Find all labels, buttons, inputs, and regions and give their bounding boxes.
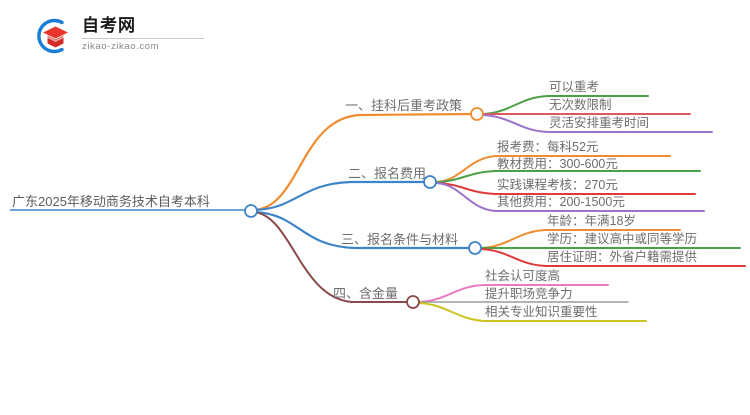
mindmap-leaf-label-1-3[interactable]: 灵活安排重考时间 [549,116,650,130]
mindmap-root-label[interactable]: 广东2025年移动商务技术自考本科 [12,194,210,209]
mindmap-leaf-label-1-1[interactable]: 可以重考 [549,80,600,94]
link-root-to-branch-4 [253,211,408,303]
mindmap-leaf-label-2-4[interactable]: 其他费用：200-1500元 [497,195,625,209]
link-branch-4-child-1 [419,284,609,303]
mindmap-leaf-label-1-2[interactable]: 无次数限制 [549,98,612,112]
logo-mark-icon [30,14,74,58]
mindmap-leaf-label-4-2[interactable]: 提升职场竞争力 [485,287,573,301]
logo-text-block: 自考网 zikao-zikao.com [82,16,222,53]
link-branch-2-child-4 [436,182,705,212]
logo-title: 自考网 [82,16,136,35]
link-branch-3-child-1 [481,229,681,249]
mindmap-branch-label-1[interactable]: 一、挂科后重考政策 [345,98,463,113]
mindmap-leaf-label-2-1[interactable]: 报考费：每科52元 [497,140,599,154]
link-root-to-branch-2 [252,180,426,212]
node-circle-root[interactable] [244,204,258,218]
mindmap-leaf-label-3-1[interactable]: 年龄：年满18岁 [547,214,636,228]
link-root-to-branch-3 [252,210,471,250]
mindmap-leaf-label-4-1[interactable]: 社会认可度高 [485,269,561,283]
node-circle-branch-4[interactable] [406,295,420,309]
logo-cap-highlight-shape [47,36,64,42]
node-circle-branch-1[interactable] [470,107,484,121]
logo-svg [37,18,68,54]
link-branch-1-child-3 [483,114,713,133]
mindmap-leaf-label-3-3[interactable]: 居住证明：外省户籍需提供 [547,250,698,264]
logo-cap-top-shape [43,26,68,39]
mindmap-branch-label-4[interactable]: 四、含金量 [333,286,399,301]
mindmap-leaf-label-2-3[interactable]: 实践课程考核：270元 [497,178,618,192]
mindmap-leaf-label-2-2[interactable]: 教材费用：300-600元 [497,157,618,171]
mindmap-branch-label-2[interactable]: 二、报名费用 [348,166,427,181]
mindmap-branch-label-3[interactable]: 三、报名条件与材料 [341,232,459,247]
mindmap-leaf-label-4-3[interactable]: 相关专业知识重要性 [485,305,598,319]
link-branch-3-child-3 [481,248,746,267]
logo-subtitle: zikao-zikao.com [82,41,160,52]
logo-arc-shape [37,18,64,54]
site-logo: 自考网 zikao-zikao.com [30,12,230,60]
link-branch-1-child-1 [483,95,649,115]
mindmap-leaf-label-3-2[interactable]: 学历：建议高中或同等学历 [547,232,698,246]
logo-divider [82,38,204,39]
link-branch-2-child-2 [436,170,701,183]
link-branch-4-child-3 [419,302,647,322]
node-circle-branch-3[interactable] [468,241,482,255]
link-root-to-branch-1 [252,112,472,212]
node-circle-branch-2[interactable] [423,175,437,189]
